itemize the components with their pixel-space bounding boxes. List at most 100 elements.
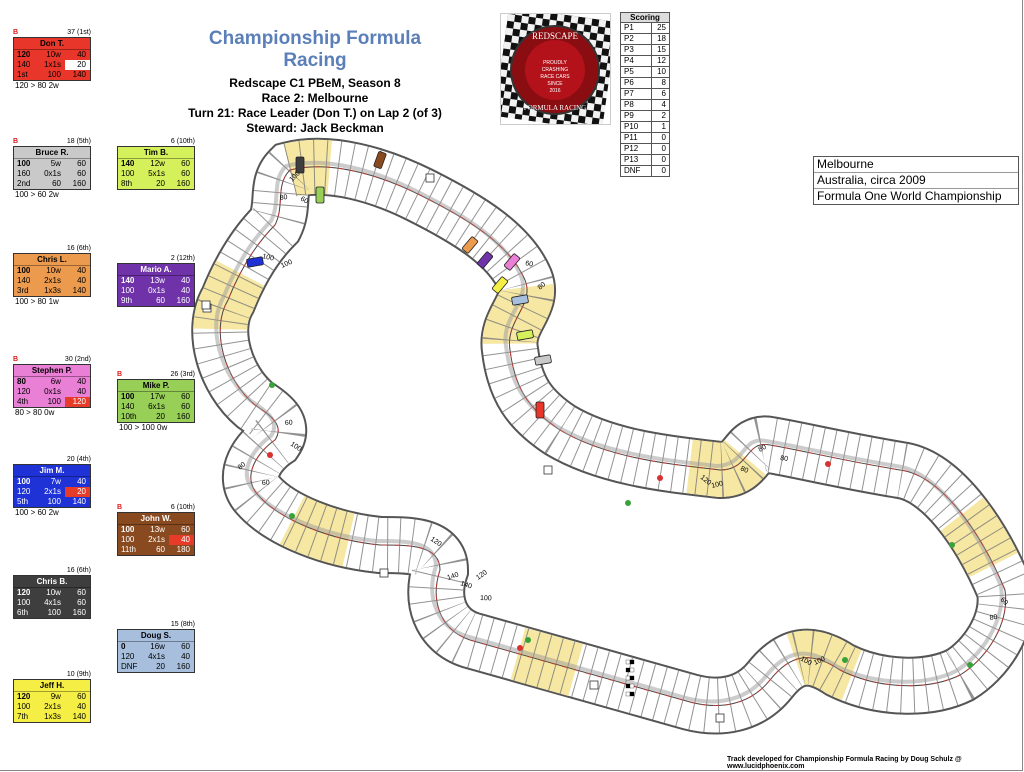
inner-wall <box>214 160 1004 704</box>
green-marker <box>269 382 275 388</box>
driver-stat-value: 100 <box>47 397 61 406</box>
start-finish-square <box>625 659 631 665</box>
driver-stat-value: 60 <box>77 159 86 168</box>
driver-stat-value: 0x1s <box>44 387 61 396</box>
driver-stat-value: 2x1s <box>44 702 61 711</box>
scoring-points: 15 <box>651 44 670 56</box>
red-marker <box>657 475 663 481</box>
championship-rank: 37 (1st) <box>67 29 91 36</box>
race-car-don <box>535 401 545 419</box>
driver-stat-value: 120 <box>17 588 31 597</box>
logo-text-5: 2016 <box>549 88 560 94</box>
start-finish-square <box>629 675 635 681</box>
championship-rank: 16 (6th) <box>66 567 91 574</box>
driver-stat-value: 140 <box>121 402 135 411</box>
driver-stat-value: 60 <box>181 642 190 651</box>
driver-stat-value: 100 <box>47 608 61 617</box>
green-marker <box>967 662 973 668</box>
driver-stat-value: 6w <box>50 377 61 386</box>
race-car-stephen <box>504 253 520 271</box>
corner-speed-label: 80 <box>989 614 998 622</box>
driver-stat-value: 60 <box>181 392 190 401</box>
green-marker <box>289 513 295 519</box>
championship-rank: 6 (10th) <box>170 504 195 511</box>
driver-name: Mario A. <box>118 264 194 276</box>
driver-stat-value: 10th <box>121 412 137 421</box>
driver-stat-row: 140 6x1s 60 <box>118 402 194 412</box>
logo-bottom-text: FORMULA RACING <box>524 104 586 112</box>
corner-speed-label: 80 <box>237 461 248 471</box>
driver-stat-value: 100 <box>121 169 135 178</box>
championship-rank: 18 (5th) <box>66 138 91 145</box>
driver-gear-note: 120 > 80 2w <box>15 81 59 90</box>
driver-stat-value: 160 <box>176 296 190 305</box>
driver-stat-value: 2x1s <box>44 487 61 496</box>
race-car-bruce <box>534 354 552 366</box>
track-marker-sign <box>425 173 435 183</box>
driver-stat-value: 6x1s <box>148 402 165 411</box>
corner-speed-label: 80 <box>780 455 789 463</box>
start-finish-square <box>629 659 635 665</box>
race-car-tim <box>516 329 534 341</box>
driver-stat-value: 80 <box>17 377 26 386</box>
driver-stat-value: 60 <box>156 545 165 554</box>
driver-stat-value: 4x1s <box>148 652 165 661</box>
driver-name: Chris L. <box>14 254 90 266</box>
driver-stat-value: 20 <box>64 60 90 70</box>
driver-stat-value: 0 <box>121 642 126 651</box>
driver-stat-value: 9th <box>121 296 133 305</box>
track-series: Formula One World Championship <box>817 189 1002 203</box>
driver-stat-value: 120 <box>64 397 90 407</box>
track-info-box: Melbourne Australia, circa 2009 Formula … <box>813 156 1019 205</box>
driver-stat-value: 5x1s <box>148 169 165 178</box>
driver-stat-value: 13w <box>150 276 165 285</box>
driver-name: Tim B. <box>118 147 194 159</box>
race-car-jeff <box>492 276 508 294</box>
steward-line: Steward: Jack Beckman <box>246 121 384 135</box>
driver-stat-value: 140 <box>17 276 31 285</box>
driver-name: John W. <box>118 513 194 525</box>
corner-speed-label: 60 <box>262 480 270 487</box>
driver-stat-value: 100 <box>121 535 135 544</box>
track-marker-sign <box>715 713 725 723</box>
corner-speed-label: 60 <box>299 196 309 206</box>
driver-stat-value: 0x1s <box>44 169 61 178</box>
driver-name: Don T. <box>14 38 90 50</box>
driver-stat-value: 40 <box>77 276 86 285</box>
logo-text-3: RACE CARS <box>540 74 570 80</box>
start-finish-square <box>629 667 635 673</box>
driver-stat-value: 60 <box>181 402 190 411</box>
driver-stat-value: 60 <box>52 179 61 188</box>
race-car-chris-l <box>462 236 478 254</box>
driver-stat-value: 8th <box>121 179 133 188</box>
championship-rank: 2 (12th) <box>170 255 195 262</box>
championship-rank: 10 (9th) <box>66 671 91 678</box>
green-marker <box>842 657 848 663</box>
championship-rank: 20 (4th) <box>66 456 91 463</box>
driver-stat-value: 20 <box>156 662 165 671</box>
track-era: Australia, circa 2009 <box>814 173 1018 189</box>
driver-stat-value: 10w <box>46 588 61 597</box>
